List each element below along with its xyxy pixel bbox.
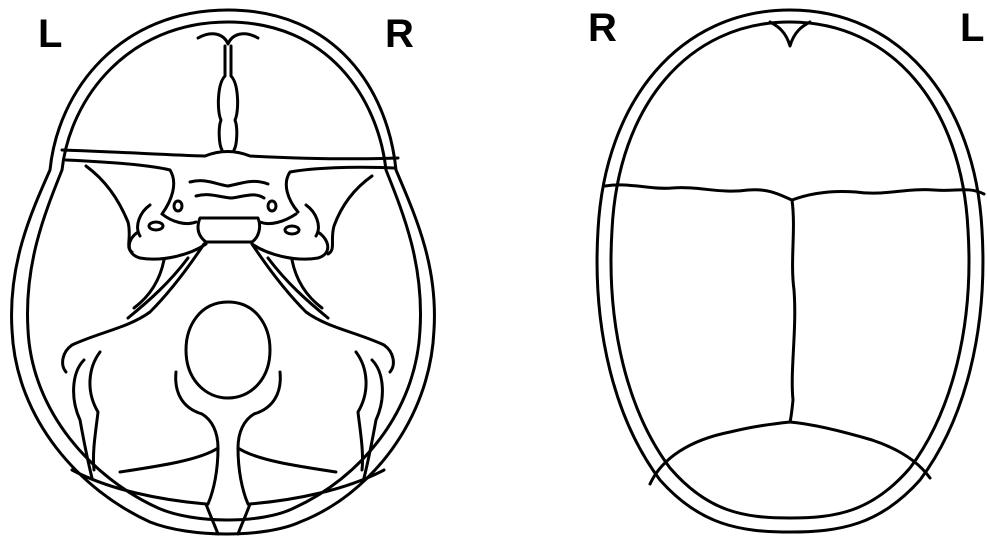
crista-galli (218, 46, 237, 150)
posterior-fossa-right (254, 352, 382, 478)
sagittal-suture (790, 200, 795, 422)
side-label-vault-left: L (960, 8, 984, 48)
side-label-vault-right: R (588, 8, 617, 48)
foramen-left-2 (174, 201, 182, 211)
foramen-magnum (186, 302, 270, 398)
side-label-base-left: L (38, 14, 62, 54)
middle-fossa-right (252, 205, 328, 259)
foramen-right-1 (285, 226, 299, 234)
petrous-ridge-left (63, 244, 204, 372)
coronal-suture (605, 185, 984, 200)
vault-inner-outline (611, 22, 969, 518)
anterior-fossa-border (62, 150, 398, 159)
sella-turcica (190, 181, 268, 242)
cranial-base-drawing (12, 10, 435, 534)
foramen-right-2 (268, 201, 276, 211)
frontal-midline-notch (198, 34, 258, 44)
skull-vault-drawing (597, 10, 984, 532)
lesser-wing-right (286, 167, 394, 254)
middle-fossa-left (129, 205, 206, 259)
foramen-left-1 (149, 222, 163, 230)
occipital-crest (120, 414, 336, 504)
cranial-base-outer-outline (12, 10, 435, 534)
frontal-notch (770, 22, 810, 46)
side-label-base-right: R (385, 14, 414, 54)
posterior-fossa-left (74, 352, 202, 478)
lesser-wing-left (66, 160, 174, 252)
lambdoid-suture (650, 422, 930, 484)
petrous-ridge-right (252, 244, 393, 372)
vault-outer-outline (597, 10, 983, 532)
